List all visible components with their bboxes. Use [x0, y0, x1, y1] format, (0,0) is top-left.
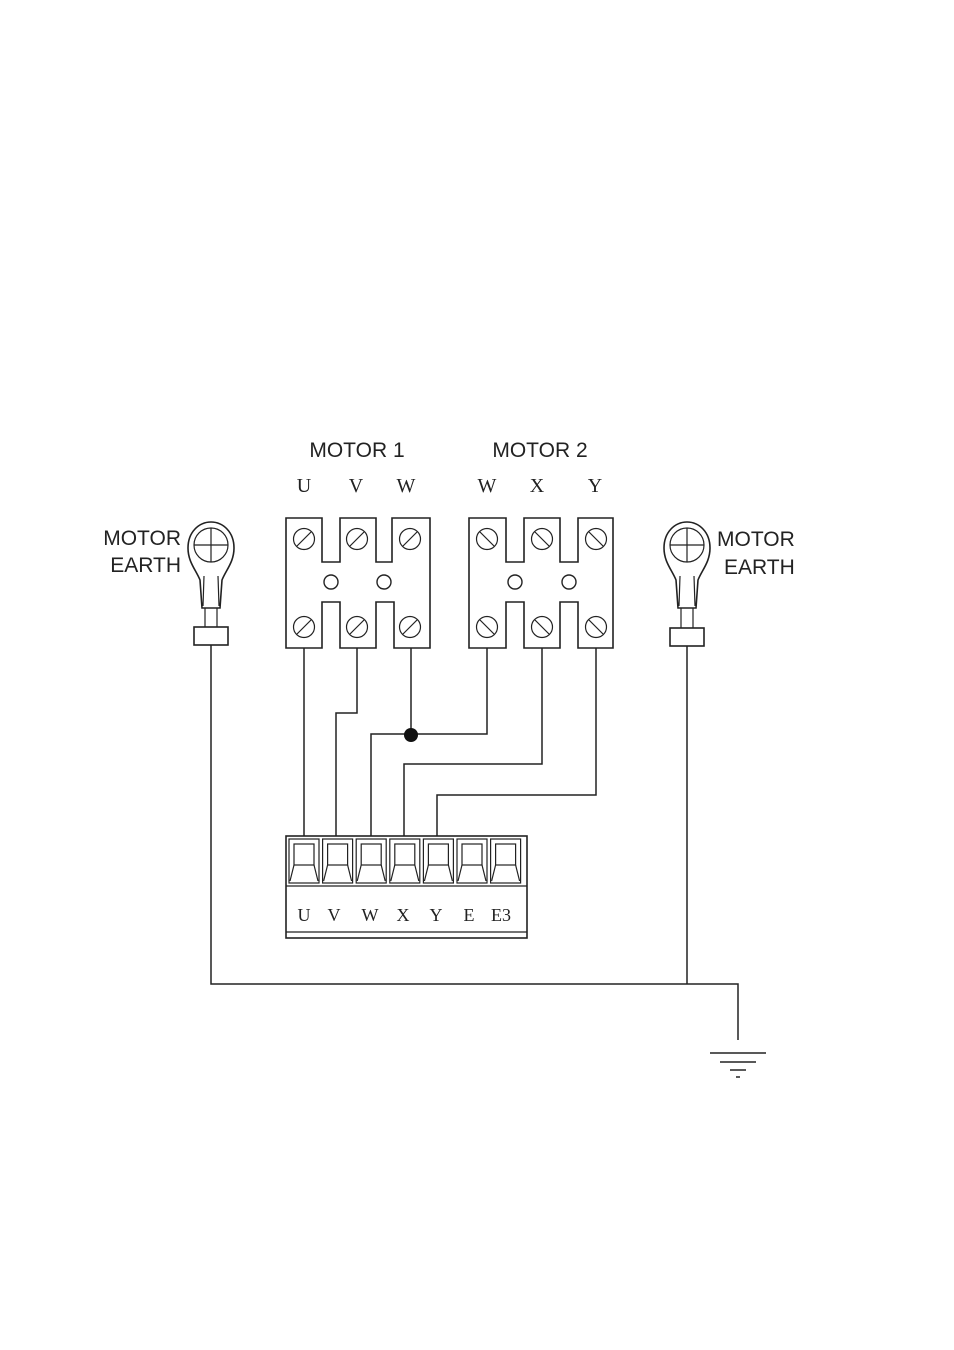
wire-motor2-y [437, 648, 596, 838]
junction-dot [404, 728, 418, 742]
wire-motor2-x [404, 648, 542, 838]
motor2-title: MOTOR 2 [492, 439, 587, 462]
left-earth-lug-icon [188, 522, 234, 645]
wire-motor2-w [371, 648, 487, 838]
left-earth-label-line1: MOTOR [103, 527, 181, 550]
motor1-title: MOTOR 1 [309, 439, 404, 462]
right-earth-label-line1: MOTOR [717, 528, 795, 551]
ground-symbol-icon [710, 1053, 766, 1077]
motor2-terminal-label-y: Y [588, 475, 602, 497]
motor1-terminal-label-u: U [297, 475, 312, 497]
right-earth-label-line2: EARTH [724, 556, 795, 579]
motor2-bridge-hole-left [508, 575, 522, 589]
motor1-bridge-hole-right [377, 575, 391, 589]
left-earth-label-line2: EARTH [110, 554, 181, 577]
motor2-bridge-hole-right [562, 575, 576, 589]
motor1-terminal-block [286, 518, 430, 648]
motor2-terminal-label-x: X [530, 475, 545, 497]
connector-label-u: U [298, 905, 311, 925]
motor1-terminal-label-v: V [349, 475, 364, 497]
motor1-bridge-hole-left [324, 575, 338, 589]
connector-label-v: V [328, 905, 341, 925]
motor2-terminal-block [469, 518, 613, 648]
connector-label-y: Y [430, 905, 443, 925]
wire-motor1-v [336, 648, 357, 838]
motor2-terminal-label-w: W [478, 475, 497, 497]
connector-label-x: X [397, 905, 410, 925]
connector-label-e3: E3 [491, 905, 511, 925]
right-earth-lug-icon [664, 522, 710, 646]
connector-label-e: E [464, 905, 475, 925]
connector-label-w: W [362, 905, 379, 925]
motor1-terminal-label-w: W [397, 475, 416, 497]
